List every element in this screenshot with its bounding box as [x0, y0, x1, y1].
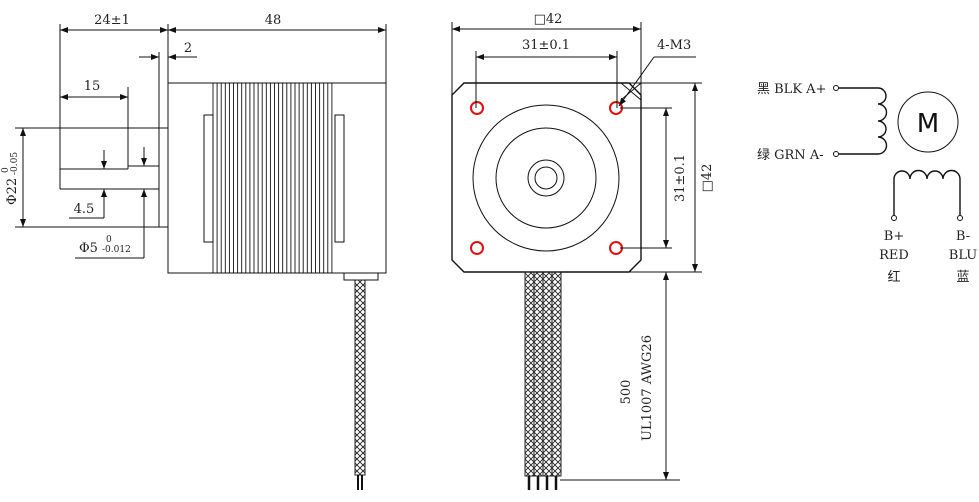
dim-cable-length: 500	[619, 380, 634, 405]
svg-text:0: 0	[106, 235, 112, 245]
svg-text:-0.05: -0.05	[10, 152, 20, 175]
terminal-b-minus	[957, 215, 963, 221]
mounting-holes	[470, 101, 623, 255]
coil-a	[839, 87, 888, 155]
label-b-minus-cn: 蓝	[956, 270, 969, 285]
terminal-a-plus	[833, 85, 839, 91]
dim-flange-diameter: Φ22 0 -0.05	[1, 152, 20, 205]
wire-braid	[533, 271, 544, 477]
coil-b	[893, 169, 961, 216]
label-a-minus: 绿 GRN A-	[757, 148, 824, 163]
dim-flat-length: 15	[84, 79, 101, 94]
hole-spec-label: 4-M3	[657, 38, 691, 53]
dim-flat-depth: 4.5	[74, 202, 95, 217]
laminations	[212, 83, 333, 273]
dim-flange-thickness: 2	[184, 41, 192, 56]
mounting-hole	[470, 101, 484, 115]
terminal-b-plus	[891, 215, 897, 221]
hole-leader	[618, 56, 655, 107]
terminal-a-minus	[833, 151, 839, 157]
svg-text:Φ5: Φ5	[79, 241, 98, 256]
dim-hole-spacing-h: 31±0.1	[522, 38, 570, 53]
dim-shaft-length: 24±1	[94, 13, 130, 28]
svg-text:-0.012: -0.012	[102, 245, 131, 255]
wiring-diagram: 黑 BLK A+ 绿 GRN A- M B+ RED 红 B- BLU 蓝	[757, 82, 977, 285]
wire-braid	[524, 271, 535, 477]
mounting-hole	[470, 241, 484, 255]
motor-body	[167, 82, 387, 274]
dim-frame-height: □42	[700, 164, 715, 193]
wire-braid	[542, 271, 553, 477]
front-view: □42 31±0.1 4-M3 31±0.1 □42 500 UL1007 AW…	[451, 12, 715, 490]
label-b-plus: B+	[884, 229, 904, 244]
label-b-minus-color: BLU	[949, 248, 977, 263]
label-b-minus: B-	[956, 229, 970, 244]
label-b-plus-color: RED	[879, 248, 909, 263]
dim-shaft-diameter: Φ5 0 -0.012	[79, 235, 131, 256]
motor-symbol	[897, 91, 959, 153]
dim-frame-width: □42	[534, 12, 563, 27]
shaft-circle	[534, 166, 558, 190]
label-b-plus-cn: 红	[887, 269, 900, 285]
end-cap-tab-rear	[334, 114, 345, 243]
cable-spec: UL1007 AWG26	[640, 335, 655, 441]
wire-braid	[551, 271, 562, 477]
svg-text:0: 0	[1, 167, 11, 173]
dim-body-length: 48	[265, 13, 282, 28]
end-cap-tab-front	[203, 114, 214, 243]
cable-side	[354, 279, 366, 476]
svg-text:Φ22: Φ22	[5, 178, 20, 205]
motor-symbol-label: M	[917, 109, 939, 139]
side-view: 24±1 48 2 15 4.5 Φ22 0 -0.05 Φ5 0 -0.012	[1, 13, 387, 490]
label-a-plus: 黑 BLK A+	[757, 82, 826, 97]
cable-exit	[343, 272, 379, 281]
dim-hole-spacing-v: 31±0.1	[673, 154, 688, 202]
